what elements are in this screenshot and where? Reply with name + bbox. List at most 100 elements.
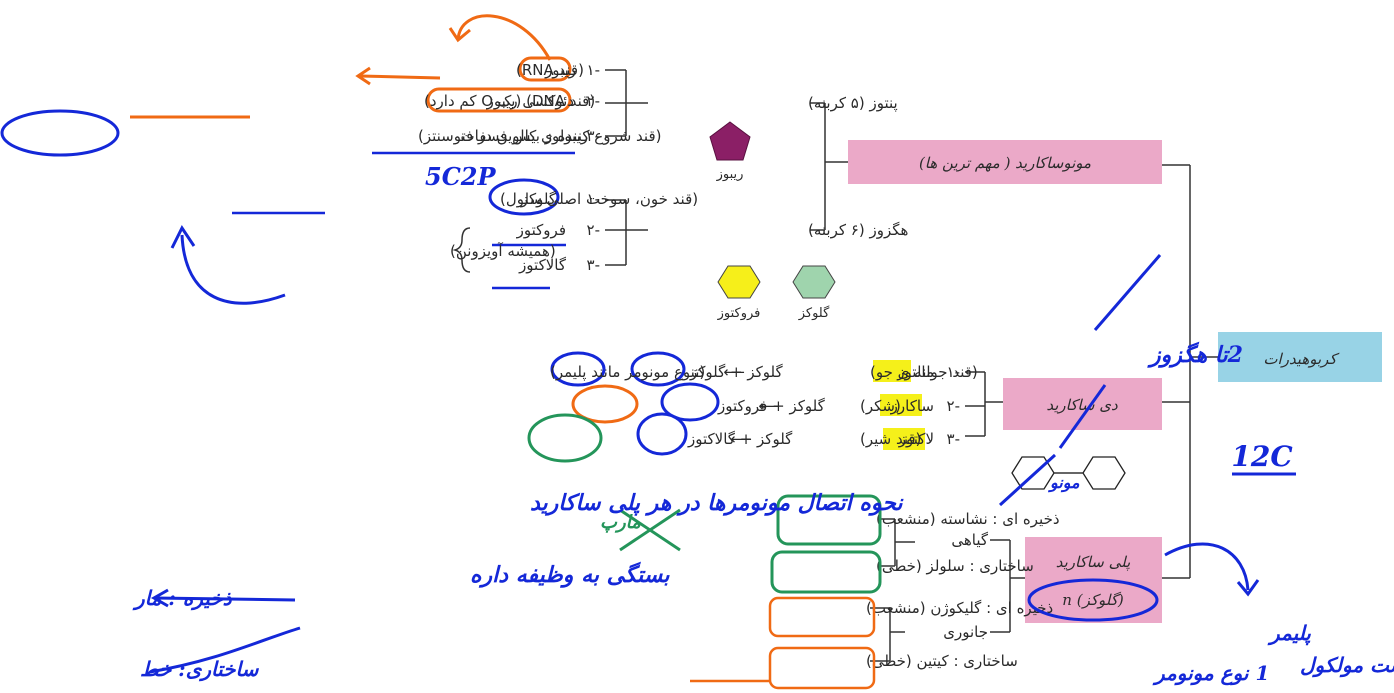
poly-sublabel: (گلوکز) n: [1062, 591, 1124, 609]
di-hexagon-1-icon: [1082, 456, 1126, 490]
di-item-2-desc: (شکر): [860, 397, 901, 415]
hexose-label: هگزوز (۶ کربنه): [808, 221, 909, 239]
blue-arrowhead-polymer: [1236, 579, 1260, 597]
hexose-item-1-name: گلوکز: [520, 190, 557, 208]
animal-item-1: ذخیره ای : گلیکوژن (منشعب): [866, 599, 1053, 617]
hexose-item-3-name: گالاکتوز: [518, 256, 567, 274]
di-bracket: [965, 371, 1003, 437]
pentose-item-3-num: ۳-: [587, 127, 600, 145]
note-mono: مونو: [1047, 473, 1080, 493]
pentose-bracket: [605, 69, 648, 137]
di-item-3-arrow: ⟵: [730, 430, 752, 448]
pentose-item-1-desc: (قند RNA): [516, 61, 584, 79]
di-item-1-note: (تنوع مونومر مانند پلیمر): [550, 363, 705, 382]
mono-label: مونوساکارید ( مهم ترین ها): [919, 154, 1091, 172]
animal-label: جانوری: [943, 623, 988, 641]
di-item-3-result: گلوکز + گالاکتوز: [687, 430, 793, 448]
ribose-caption: ریبوز: [716, 167, 744, 182]
orange-arrowhead-2: [355, 66, 371, 86]
blue-curve-arrow: [180, 234, 286, 305]
mono-box: [848, 140, 1162, 184]
note-2-hexose: 2تا هگزوز: [1147, 341, 1243, 368]
ribose-pentagon-icon: [709, 121, 751, 161]
cross-mark: [619, 508, 681, 552]
pentose-item-3-desc: (قند شروع کننده ی کالوین در فتوسنتز): [418, 127, 661, 145]
plant-item-1: ذخیره ای : نشاسته (منشعب): [876, 510, 1060, 528]
blue-arrowhead-storage: [150, 588, 169, 608]
lactose-galactose-circle: [527, 413, 603, 463]
maltose-glucose-circle-2: [550, 351, 606, 387]
note-depends: بستگی به وظیفه داره: [470, 561, 670, 588]
sucrose-glucose-circle: [660, 382, 720, 422]
pentose-item-2-name: دئوکسی ریبوز: [486, 92, 574, 110]
pentose-item-1-num: ۱-: [587, 61, 600, 79]
hexose-item-2-name: فروکتوز: [516, 221, 566, 239]
di-label: دی ساکارید: [1046, 396, 1118, 414]
animal-item-2: ساختاری : کیتین (خطی): [866, 652, 1018, 670]
fructose-caption: فروکتوز: [717, 306, 761, 321]
di-item-3-desc: (قند شیر): [860, 430, 921, 448]
pentose-item-2-num: ۲-: [587, 92, 600, 110]
di-item-2-num: ۲-: [947, 397, 960, 415]
plant-label: گیاهی: [951, 531, 989, 549]
di-item-1-result: گلوکز + گلوکز: [689, 363, 784, 381]
blue-arrow-polymer: [1164, 542, 1250, 591]
ribose-circle: [518, 56, 572, 82]
photosynthesis-circle: [0, 109, 120, 157]
starch-box-mark: [776, 494, 882, 546]
glucose-circle: [488, 178, 560, 216]
note-connection: نحوه اتصال مونومرها در هر پلی ساکارید: [530, 490, 904, 516]
note-structural: ساختاری: خط: [140, 657, 260, 682]
orange-arrowhead-1: [448, 27, 471, 43]
blue-arrowhead-left: [170, 225, 196, 249]
blue-stroke-3: [998, 453, 1057, 507]
pentose-item-2-desc: (قند DNA) (یک O کم دارد): [424, 92, 595, 110]
chitin-box-mark: [768, 646, 876, 690]
mono-bracket: [810, 102, 848, 231]
pentose-item-1-name: ریبوز: [544, 61, 576, 79]
hexose-item-3-num: ۳-: [587, 256, 600, 274]
plant-bracket: [880, 518, 915, 567]
main-bracket: [1162, 164, 1218, 579]
di-item-2-result: گلوکز + فروکتوز: [717, 397, 826, 415]
sucrose-fructose-circle: [571, 384, 639, 424]
maltose-highlight: [873, 360, 911, 382]
blue-stroke-2: [1058, 384, 1107, 449]
di-box: [1003, 378, 1162, 430]
pentose-item-3-name: ریبولوز بیس فسفات: [461, 127, 588, 145]
lactose-glucose-circle: [636, 412, 688, 456]
poly-bracket: [990, 539, 1025, 633]
note-storage: ذخیره : مار: [132, 586, 233, 611]
blue-arrow-storage: [154, 596, 296, 602]
glucose-hexagon-icon: [792, 265, 836, 299]
maltose-glucose-circle-1: [630, 351, 686, 387]
di-item-1-num: ۱-: [947, 363, 960, 381]
deoxyribose-circle: [426, 87, 572, 113]
poly-sub-circle: [1027, 578, 1159, 622]
hexose-brace: [452, 227, 471, 273]
hexose-bracket: [605, 199, 648, 266]
hexose-brace-note: (همیشه آویزونن): [450, 242, 556, 260]
poly-label: پلی ساکارید: [1056, 553, 1131, 571]
di-item-1-arrow: ⟵: [723, 363, 745, 381]
glycogen-box-mark: [768, 596, 876, 638]
root-label: کربوهیدرات: [1263, 350, 1339, 368]
di-item-2-name: ساکارز: [890, 397, 934, 415]
pentose-label: پنتوز (۵ کربنه): [808, 94, 898, 113]
note-spiral: مارپ: [600, 512, 641, 533]
hexose-item-2-num: ۲-: [587, 221, 600, 239]
note-one-monomer: 1 نوع مونومر: [1152, 661, 1269, 686]
di-item-3-name: لاکتوز: [898, 430, 934, 448]
di-item-3-num: ۳-: [947, 430, 960, 448]
note-macromolecule: درشت مولکول: [1300, 653, 1394, 678]
note-polymer: پلیمر: [1267, 621, 1311, 646]
note-12c: 12C: [1231, 440, 1293, 473]
fructose-hexagon-icon: [717, 265, 761, 299]
sucrose-highlight: [880, 394, 922, 416]
hexose-item-1-desc: (قند خون، سوخت اصلی سلول): [500, 190, 698, 208]
animal-bracket: [870, 607, 905, 662]
di-item-2-arrow: ⟵: [758, 397, 780, 415]
note-5c2p: 5C2P: [425, 162, 497, 191]
orange-curve-arrow-1: [456, 14, 552, 61]
